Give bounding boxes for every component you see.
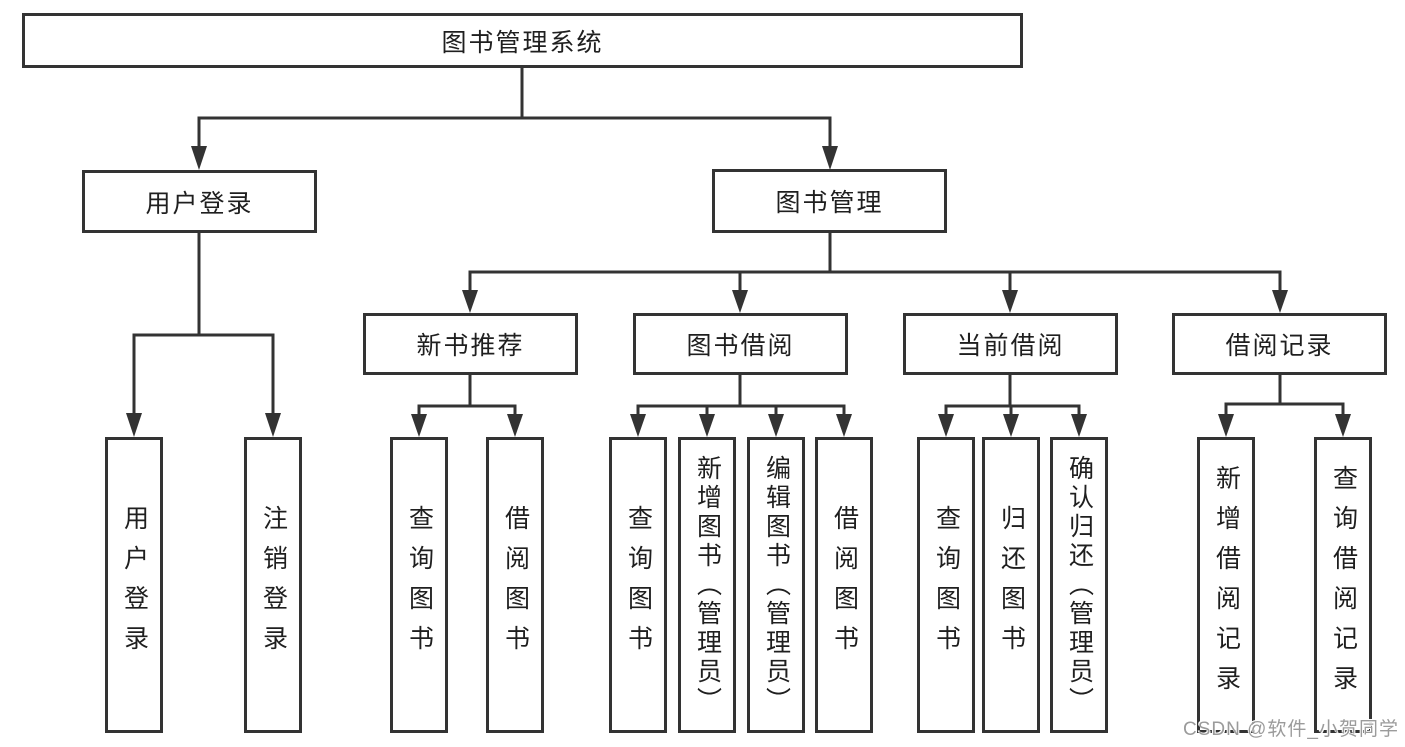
node-leaf-logout: 注销登录: [244, 437, 302, 733]
node-label: 用户登录: [145, 189, 254, 218]
node-label: 查询图书: [405, 505, 434, 665]
node-leaf-query-borrow-record: 查询借阅记录: [1314, 437, 1372, 733]
csdn-watermark: CSDN @软件_小贺同学: [1183, 719, 1399, 740]
node-leaf-query-books-1: 查询图书: [390, 437, 448, 733]
node-book-borrowing: 图书借阅: [633, 313, 848, 375]
node-leaf-edit-books-admin: 编辑图书（管理员）: [747, 437, 805, 733]
arrowheads: [126, 146, 1351, 437]
node-label: 注销登录: [259, 505, 288, 665]
node-label: 图书管理系统: [441, 28, 604, 57]
node-current-borrowing: 当前借阅: [903, 313, 1118, 375]
node-label: 图书管理: [775, 189, 884, 217]
node-user-login-group: 用户登录: [82, 170, 317, 233]
node-label: 新增借阅记录: [1212, 465, 1241, 705]
node-label: 查询借阅记录: [1329, 465, 1358, 705]
node-label: 当前借阅: [956, 332, 1065, 360]
node-label: 归还图书: [997, 505, 1026, 665]
node-label: 查询图书: [932, 505, 961, 665]
node-book-management: 图书管理: [712, 169, 947, 233]
node-leaf-confirm-return-admin: 确认归还（管理员）: [1050, 437, 1108, 733]
node-leaf-borrow-books-1: 借阅图书: [486, 437, 544, 733]
node-leaf-return-books: 归还图书: [982, 437, 1040, 733]
node-leaf-add-borrow-record: 新增借阅记录: [1197, 437, 1255, 733]
node-label: 借阅图书: [830, 505, 859, 665]
node-label: 借阅图书: [501, 505, 530, 665]
node-label: 新书推荐: [416, 332, 525, 360]
node-leaf-query-books-2: 查询图书: [609, 437, 667, 733]
node-label: 确认归还（管理员）: [1065, 454, 1094, 716]
node-label: 借阅记录: [1225, 332, 1334, 360]
node-borrowing-records: 借阅记录: [1172, 313, 1387, 375]
node-label: 编辑图书（管理员）: [762, 454, 791, 716]
node-label: 查询图书: [624, 505, 653, 665]
node-label: 新增图书（管理员）: [693, 454, 722, 716]
node-label: 用户登录: [120, 505, 149, 665]
node-new-book-recommend: 新书推荐: [363, 313, 578, 375]
node-system-root: 图书管理系统: [22, 13, 1023, 68]
node-leaf-user-login: 用户登录: [105, 437, 163, 733]
node-leaf-add-books-admin: 新增图书（管理员）: [678, 437, 736, 733]
node-leaf-borrow-books-2: 借阅图书: [815, 437, 873, 733]
node-label: 图书借阅: [686, 332, 795, 360]
node-leaf-query-books-3: 查询图书: [917, 437, 975, 733]
